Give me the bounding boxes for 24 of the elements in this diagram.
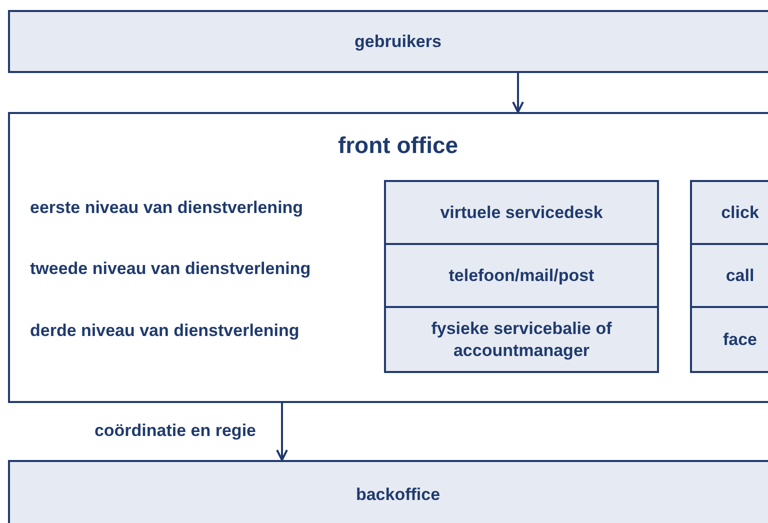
service-channel-box <box>690 243 768 308</box>
box-label: telefoon/mail/post <box>448 264 594 286</box>
arrow <box>512 73 524 113</box>
service-channel-box <box>690 306 768 373</box>
service-channel-box <box>690 180 768 245</box>
box-label: click <box>721 202 759 224</box>
user-box <box>8 10 768 73</box>
level-label: eerste niveau van dienstverlening <box>30 198 304 218</box>
front-office-panel <box>8 112 768 403</box>
level-label: tweede niveau van dienstverlening <box>30 259 311 279</box>
box-label: call <box>726 264 754 286</box>
service-channel-box <box>384 243 659 308</box>
box-label: face <box>722 328 758 350</box>
box-label: fysieke servicebalie of accountmanager <box>430 318 613 361</box>
service-channel-box <box>384 306 659 373</box>
panel-title: front office <box>338 132 458 159</box>
box-label: virtuele servicedesk <box>440 202 603 224</box>
box-label: backoffice <box>356 484 440 506</box>
arrow <box>276 403 288 461</box>
box-label: gebruikers <box>354 30 442 52</box>
backoffice-box <box>8 460 768 523</box>
service-channel-box <box>384 180 659 245</box>
edge-label: coördinatie en regie <box>92 420 258 440</box>
level-label: derde niveau van dienstverlening <box>30 321 300 341</box>
